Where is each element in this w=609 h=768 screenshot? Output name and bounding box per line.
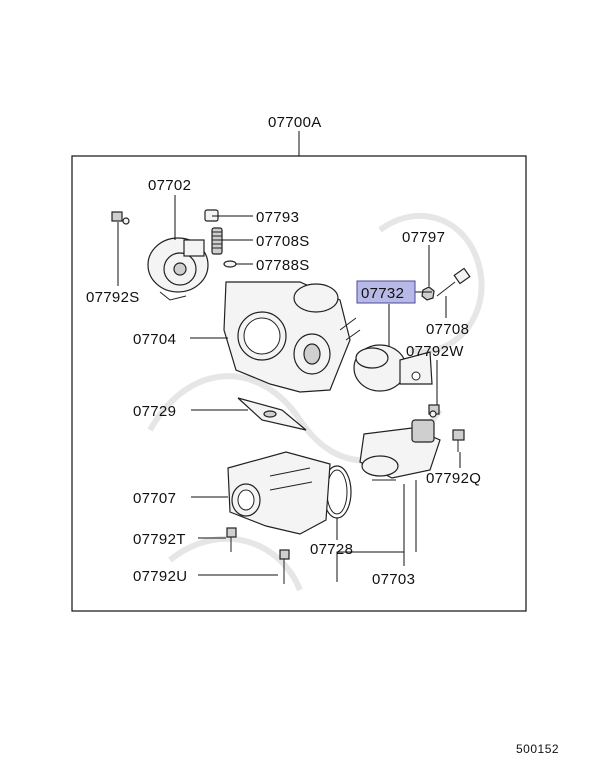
spring-07708s-icon: [211, 227, 223, 255]
part-label-07792q[interactable]: 07792Q: [426, 470, 481, 487]
footer-code: 500152: [516, 742, 559, 756]
part-label-07732[interactable]: 07732: [361, 285, 404, 302]
isc-07703-icon: [359, 419, 441, 481]
part-label-07702[interactable]: 07702: [148, 177, 191, 194]
assembly-label[interactable]: 07700A: [268, 114, 322, 131]
part-label-07708[interactable]: 07708: [426, 321, 469, 338]
screw-07792w-icon: [428, 404, 440, 418]
leader-lines: [117, 195, 461, 582]
housing-07707-icon: [227, 451, 331, 535]
part-label-07707[interactable]: 07707: [133, 490, 176, 507]
part-label-07793[interactable]: 07793: [256, 209, 299, 226]
highlight-box: [356, 280, 416, 304]
part-label-07792u[interactable]: 07792U: [133, 568, 187, 585]
part-label-07792t[interactable]: 07792T: [133, 531, 186, 548]
part-label-07703[interactable]: 07703: [372, 571, 415, 588]
part-label-07792s[interactable]: 07792S: [86, 289, 140, 306]
assembly-frame: [71, 131, 527, 612]
screw-07792t-icon: [226, 527, 237, 552]
dashpot-07732-icon: [353, 344, 433, 392]
part-label-07704[interactable]: 07704: [133, 331, 176, 348]
bolt-07708-icon: [436, 267, 471, 297]
throttle-body-07704-icon: [223, 281, 361, 393]
washer-07788s-icon: [223, 260, 237, 268]
sensor-07702-icon: [147, 237, 209, 301]
part-label-07729[interactable]: 07729: [133, 403, 176, 420]
part-label-07708s[interactable]: 07708S: [256, 233, 310, 250]
screw-07792s-icon: [111, 211, 130, 225]
part-label-07788s[interactable]: 07788S: [256, 257, 310, 274]
part-label-07728[interactable]: 07728: [310, 541, 353, 558]
screw-07792q-icon: [452, 429, 465, 452]
nut-07797-icon: [421, 286, 435, 301]
part-label-07792w[interactable]: 07792W: [406, 343, 464, 360]
gasket-07729-icon: [237, 397, 307, 431]
screw-07792u-icon: [279, 549, 290, 584]
part-label-07797[interactable]: 07797: [402, 229, 445, 246]
